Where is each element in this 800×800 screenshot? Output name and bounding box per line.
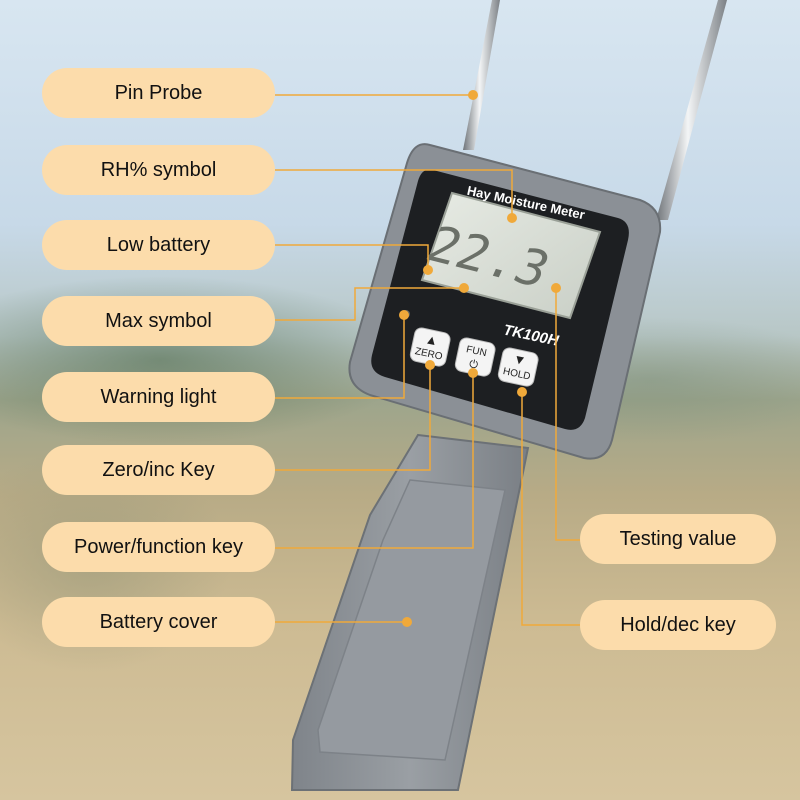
hold-button[interactable]: ▼ HOLD xyxy=(497,347,539,388)
callout-power-function-key: Power/function key xyxy=(42,522,275,572)
callout-rh-symbol: RH% symbol xyxy=(42,145,275,195)
pin-probe-right xyxy=(656,0,727,220)
fun-button[interactable]: FUN ⏻ xyxy=(454,337,496,378)
callout-battery-cover: Battery cover xyxy=(42,597,275,647)
callout-warning-light: Warning light xyxy=(42,372,275,422)
zero-button[interactable]: ▲ ZERO xyxy=(409,327,451,368)
zero-button-arrow: ▲ xyxy=(427,334,437,346)
callout-pin-probe: Pin Probe xyxy=(42,68,275,118)
callout-max-symbol: Max symbol xyxy=(42,296,275,346)
pin-probe-left xyxy=(463,0,500,150)
callout-zero-inc-key: Zero/inc Key xyxy=(42,445,275,495)
callout-testing-value: Testing value xyxy=(580,514,776,564)
fun-button-label: FUN xyxy=(465,344,487,359)
power-icon: ⏻ xyxy=(468,357,480,372)
warning-light-led xyxy=(402,310,410,318)
callout-low-battery: Low battery xyxy=(42,220,275,270)
hold-button-arrow: ▼ xyxy=(515,354,525,366)
callout-hold-dec-key: Hold/dec key xyxy=(580,600,776,650)
